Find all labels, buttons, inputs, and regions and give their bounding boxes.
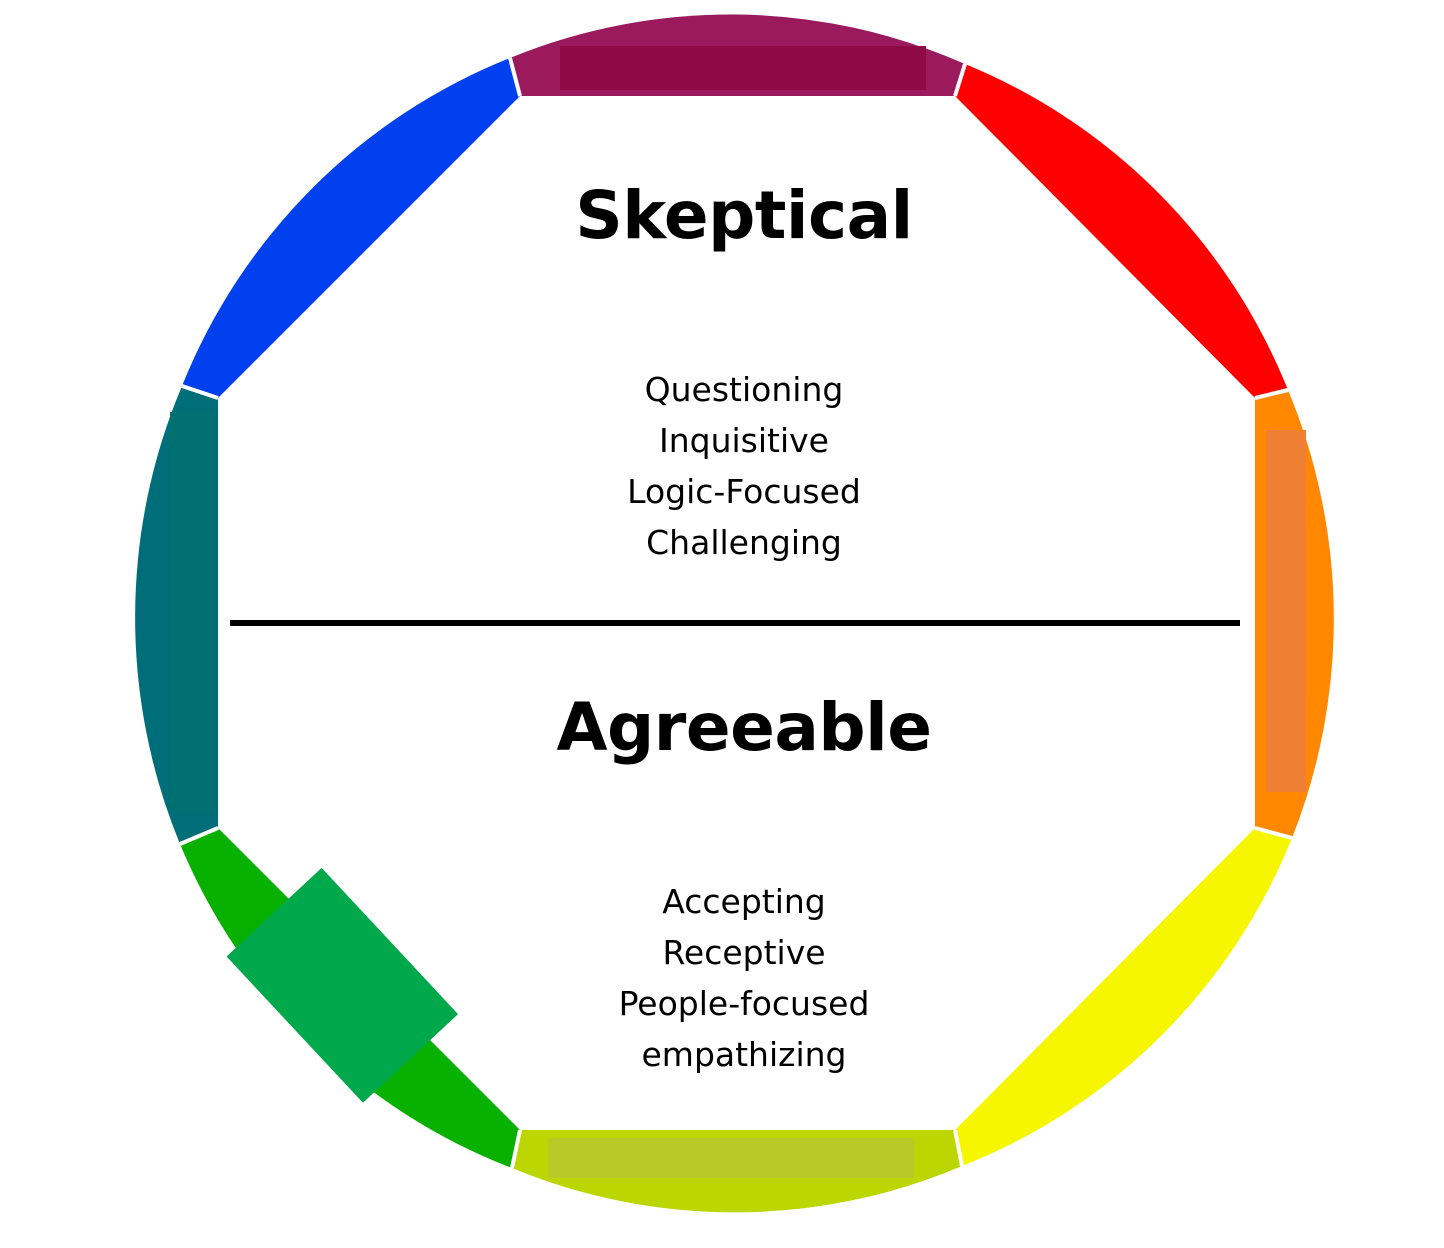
wheel-segment-top-left [182, 58, 520, 398]
trait-logic-focused: Logic-Focused [627, 472, 861, 511]
wheel-separator [953, 63, 967, 97]
wheel-inner-bars [170, 46, 1306, 1178]
agreeable-title: Agreeable [556, 689, 932, 766]
skeptical-title: Skeptical [575, 177, 913, 254]
inner-bar-right [1266, 430, 1306, 792]
trait-challenging: Challenging [646, 523, 842, 562]
wheel-separator [181, 384, 219, 400]
wheel-separator [179, 826, 219, 846]
trait-inquisitive: Inquisitive [659, 421, 829, 460]
inner-bar-bottom-left [226, 867, 459, 1103]
trait-empathizing: empathizing [641, 1035, 847, 1074]
trait-receptive: Receptive [662, 933, 826, 972]
wheel-separator [1254, 388, 1289, 400]
wheel-segment-top-right [955, 64, 1288, 398]
skeptical-traits-list: Questioning Inquisitive Logic-Focused Ch… [22, 364, 1444, 568]
wheel-separator [953, 1129, 964, 1167]
agreeable-traits-list: Accepting Receptive People-focused empat… [22, 876, 1444, 1080]
trait-people-focused: People-focused [618, 984, 870, 1023]
wheel-separator [1254, 826, 1293, 840]
inner-bar-bottom [548, 1138, 914, 1178]
divider-line [230, 620, 1240, 626]
trait-questioning: Questioning [644, 370, 844, 409]
inner-bar-top [560, 46, 926, 90]
wheel-separator [510, 1129, 522, 1169]
inner-bar-left [170, 412, 214, 812]
wheel-separator [508, 57, 522, 97]
wheel-segment-bottom-right [955, 828, 1292, 1166]
trait-accepting: Accepting [662, 882, 826, 921]
